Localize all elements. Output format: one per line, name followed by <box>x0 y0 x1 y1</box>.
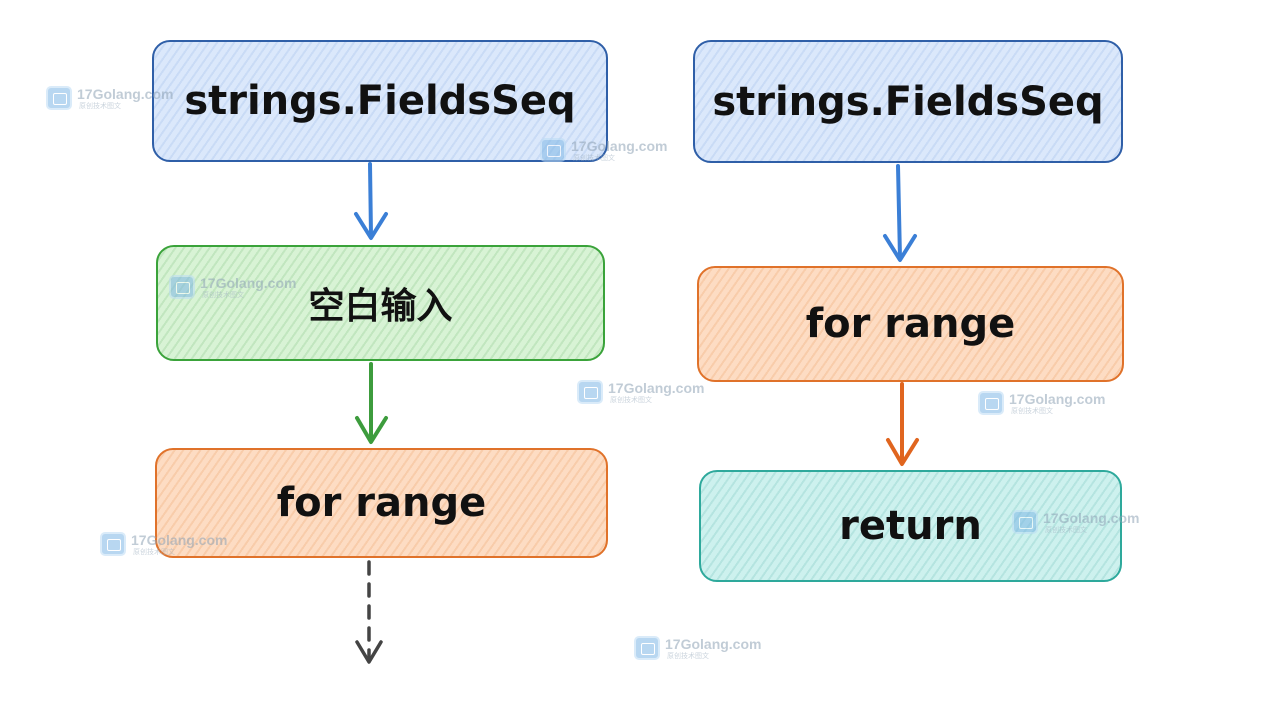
watermark-site: 17Golang.com <box>200 274 297 291</box>
left-fieldsseq-label: strings.FieldsSeq <box>184 78 576 124</box>
watermark: 17Golang.com 原创技术图文 <box>169 275 296 299</box>
left-dashed-arrow <box>355 560 383 664</box>
watermark-sub: 原创技术图文 <box>202 290 244 299</box>
watermark-sub: 原创技术图文 <box>610 395 652 404</box>
right-return-box: return <box>699 470 1122 582</box>
watermark-sub: 原创技术图文 <box>1011 406 1053 415</box>
watermark-site: 17Golang.com <box>131 531 228 548</box>
right-return-label: return <box>839 503 982 549</box>
watermark: 17Golang.com 原创技术图文 <box>634 636 761 660</box>
watermark-logo-icon <box>634 636 660 660</box>
watermark-logo-icon <box>46 86 72 110</box>
watermark-logo-icon <box>100 532 126 556</box>
right-arrow-2 <box>886 382 919 466</box>
watermark-logo-icon <box>577 380 603 404</box>
left-blank-input-label: 空白输入 <box>308 286 453 327</box>
watermark-site: 17Golang.com <box>77 85 174 102</box>
watermark-logo-icon <box>978 391 1004 415</box>
left-for-range-label: for range <box>276 480 487 526</box>
watermark-sub: 原创技术图文 <box>133 547 175 556</box>
right-fieldsseq-box: strings.FieldsSeq <box>693 40 1123 163</box>
right-for-range-box: for range <box>697 266 1124 382</box>
watermark: 17Golang.com 原创技术图文 <box>540 138 667 162</box>
left-fieldsseq-box: strings.FieldsSeq <box>152 40 608 162</box>
watermark: 17Golang.com 原创技术图文 <box>46 86 173 110</box>
watermark-logo-icon <box>169 275 195 299</box>
watermark-sub: 原创技术图文 <box>79 101 121 110</box>
right-fieldsseq-label: strings.FieldsSeq <box>712 78 1104 125</box>
watermark-site: 17Golang.com <box>1043 509 1140 526</box>
right-for-range-label: for range <box>805 301 1016 347</box>
watermark-site: 17Golang.com <box>665 635 762 652</box>
left-for-range-box: for range <box>155 448 608 558</box>
left-arrow-2 <box>355 362 388 444</box>
watermark-sub: 原创技术图文 <box>573 153 615 162</box>
watermark: 17Golang.com 原创技术图文 <box>577 380 704 404</box>
watermark-site: 17Golang.com <box>571 137 668 154</box>
right-arrow-1 <box>883 164 917 262</box>
left-arrow-1 <box>354 162 388 240</box>
watermark-logo-icon <box>1012 510 1038 534</box>
watermark: 17Golang.com 原创技术图文 <box>100 532 227 556</box>
left-blank-input-box: 空白输入 <box>156 245 605 361</box>
watermark-site: 17Golang.com <box>608 379 705 396</box>
watermark: 17Golang.com 原创技术图文 <box>1012 510 1139 534</box>
watermark-sub: 原创技术图文 <box>1045 525 1087 534</box>
watermark-sub: 原创技术图文 <box>667 651 709 660</box>
watermark: 17Golang.com 原创技术图文 <box>978 391 1105 415</box>
watermark-site: 17Golang.com <box>1009 390 1106 407</box>
watermark-logo-icon <box>540 138 566 162</box>
